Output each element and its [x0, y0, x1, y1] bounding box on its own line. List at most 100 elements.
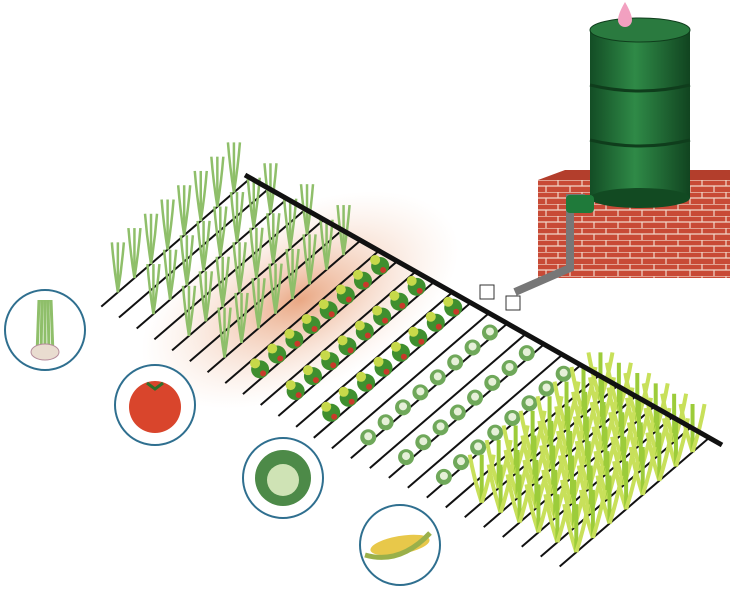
- onion-plant: [110, 242, 126, 293]
- filter-valve: [566, 195, 594, 213]
- onion-plant: [251, 278, 266, 329]
- tomato-plant: [356, 371, 376, 392]
- tomato-plant: [285, 380, 305, 401]
- tomato-plant: [352, 269, 372, 290]
- drip-lateral: [136, 198, 288, 330]
- cabbage-plant: [453, 454, 470, 471]
- onion-plant: [198, 271, 214, 322]
- drip-lateral: [369, 333, 527, 469]
- onion-plant: [162, 249, 178, 300]
- onion-plant: [217, 307, 232, 358]
- tomato-icon: [129, 381, 181, 433]
- cabbage-badge: [242, 437, 324, 519]
- onion-plant: [249, 227, 264, 278]
- onion-plant: [213, 206, 228, 257]
- onion-icon: [30, 299, 60, 361]
- onion-plant: [285, 248, 300, 300]
- onion-plant: [266, 213, 281, 264]
- cabbage-plant: [398, 449, 415, 466]
- onion-plant: [127, 227, 142, 279]
- drip-lateral: [189, 229, 343, 363]
- tomato-plant: [443, 296, 463, 317]
- cabbage-plant: [360, 429, 377, 446]
- cabbage-plant: [521, 395, 538, 412]
- pipe-connector-icon: [479, 284, 521, 311]
- tomato-plant: [337, 335, 357, 356]
- drip-lateral: [153, 208, 307, 341]
- cabbage-plant: [481, 324, 498, 341]
- corn-plant: [505, 474, 534, 524]
- corn-badge: [359, 504, 441, 586]
- drip-lateral: [118, 187, 270, 319]
- onion-plant: [302, 234, 317, 285]
- tomato-plant: [301, 314, 321, 335]
- tomato-plant: [390, 341, 410, 362]
- cabbage-plant: [470, 439, 487, 456]
- tomato-plant: [284, 328, 304, 349]
- drip-lateral: [388, 343, 545, 479]
- drip-lateral: [171, 218, 325, 352]
- drip-lateral: [350, 322, 509, 460]
- tomato-plant: [372, 305, 392, 326]
- drip-lateral: [206, 239, 362, 373]
- cabbage-icon: [255, 450, 311, 506]
- onion-plant: [181, 285, 197, 337]
- cabbage-plant: [412, 384, 429, 401]
- water-tank-assembly: [479, 2, 730, 311]
- tomato-plant: [373, 356, 393, 377]
- drip-lateral: [331, 312, 490, 450]
- drip-lateral: [277, 281, 435, 417]
- onion-plant: [160, 199, 175, 250]
- cabbage-plant: [415, 434, 432, 451]
- cabbage-plant: [447, 354, 464, 371]
- water-drop-icon: [618, 2, 632, 27]
- cabbage-plant: [449, 404, 466, 421]
- corn-plant: [486, 464, 515, 514]
- drip-lateral: [100, 177, 252, 308]
- tomato-plant: [354, 320, 374, 341]
- tomato-plant: [321, 401, 341, 422]
- tomato-plant: [318, 299, 338, 320]
- cabbage-plant: [467, 389, 484, 406]
- cabbage-plant: [464, 339, 481, 356]
- onion-plant: [226, 142, 242, 193]
- tomato-plant: [335, 284, 355, 305]
- cabbage-plant: [395, 399, 412, 416]
- corn-plant: [562, 503, 591, 553]
- tomato-plant: [408, 326, 428, 347]
- onion-plant: [146, 263, 161, 315]
- drip-lateral: [313, 301, 472, 439]
- onion-plant: [179, 235, 195, 286]
- tomato-plant: [267, 343, 287, 364]
- onion-plant: [229, 191, 245, 243]
- cabbage-plant: [432, 419, 449, 436]
- tomato-plant: [250, 358, 270, 379]
- tomato-plant: [370, 254, 390, 275]
- corn-icon: [364, 531, 432, 560]
- onion-plant: [193, 170, 209, 222]
- cabbage-plant: [504, 409, 521, 426]
- cabbage-plant: [518, 345, 535, 362]
- cabbage-plant: [484, 374, 501, 391]
- cabbage-plant: [487, 424, 504, 441]
- cabbage-plant: [377, 414, 394, 431]
- cabbage-plant: [501, 359, 518, 376]
- cabbage-plant: [429, 369, 446, 386]
- onion-plant: [268, 263, 283, 314]
- cabbage-plant: [538, 380, 555, 397]
- onion-plant: [232, 242, 247, 293]
- tomato-plant: [389, 290, 409, 311]
- onion-plant: [234, 292, 249, 344]
- corn-plant: [524, 484, 553, 533]
- crop-plants: [110, 142, 707, 553]
- onion-badge: [4, 289, 86, 371]
- tomato-plant: [338, 386, 358, 407]
- cabbage-plant: [555, 365, 572, 382]
- onion-plant: [210, 156, 225, 207]
- corn-plant: [467, 454, 496, 504]
- drip-lateral: [559, 436, 710, 568]
- onion-plant: [215, 256, 230, 307]
- drip-lateral: [407, 353, 564, 489]
- onion-plant: [176, 185, 192, 236]
